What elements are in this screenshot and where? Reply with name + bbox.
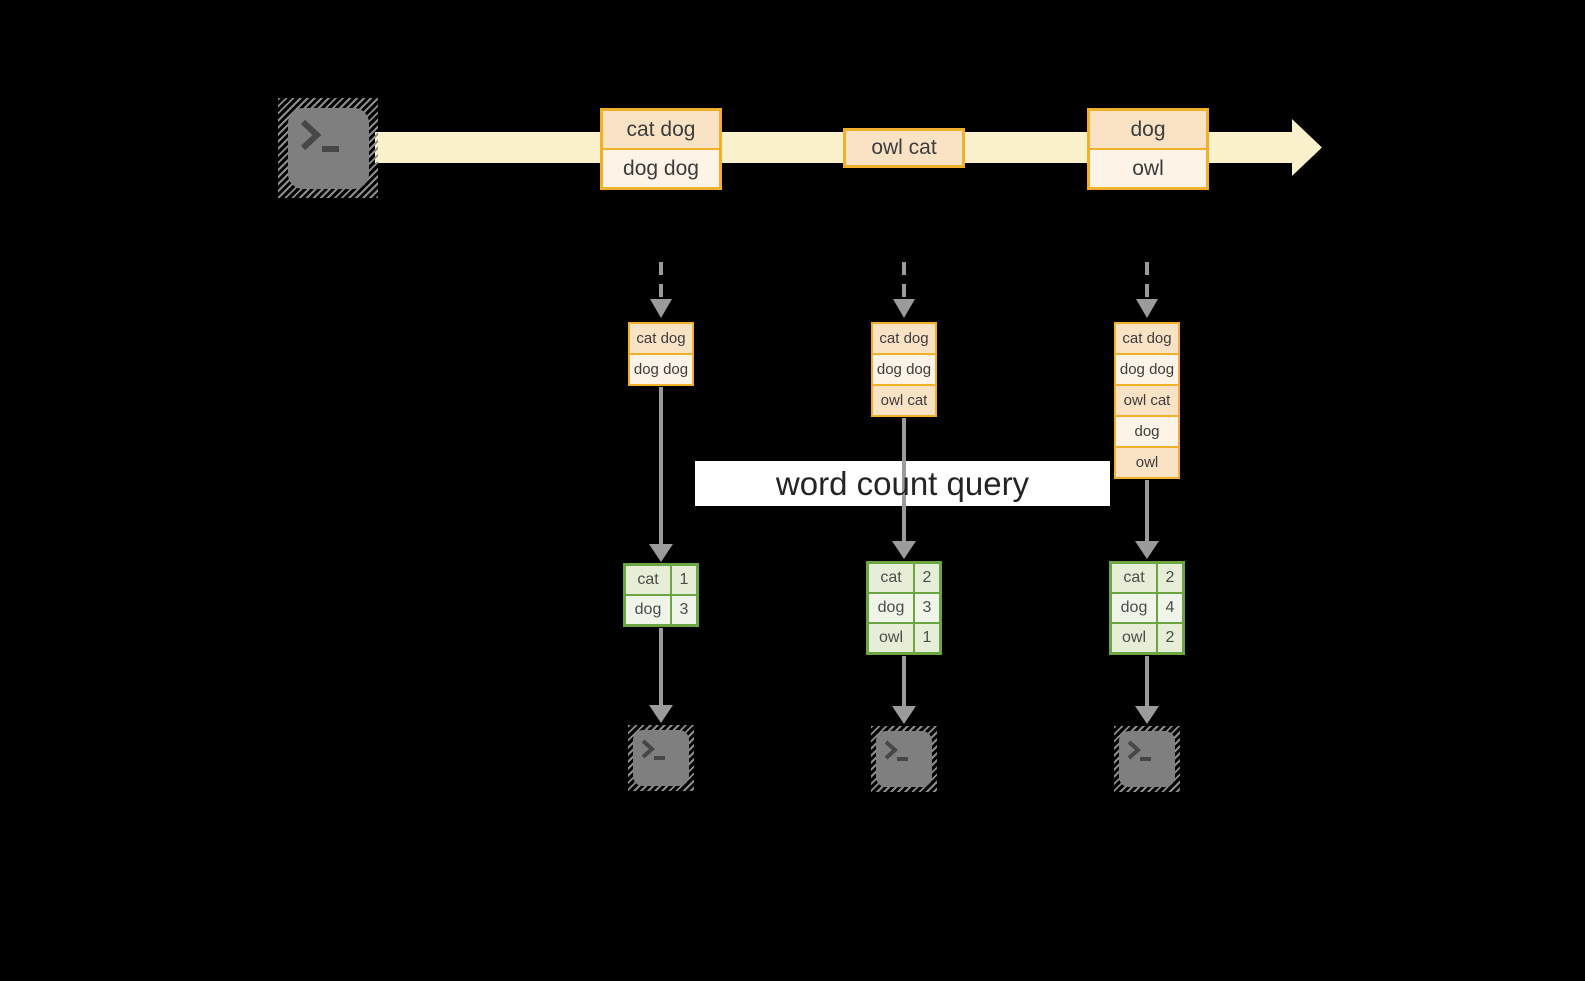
query-label: word count query [775, 465, 1030, 502]
buffer-line: cat dog [873, 324, 935, 353]
buffer-line: owl [1116, 448, 1178, 477]
table-row: dog 3 [626, 596, 696, 624]
word-cell: dog [869, 594, 913, 622]
count-cell: 2 [1158, 564, 1182, 592]
stream-event-line: owl [1090, 150, 1206, 187]
table-row: owl 1 [869, 624, 939, 652]
buffer-box: cat dog dog dog [628, 322, 694, 386]
word-cell: owl [869, 624, 913, 652]
stream-event-line: dog dog [603, 150, 719, 187]
stream-event-line: dog [1090, 111, 1206, 148]
table-row: cat 2 [1112, 564, 1182, 592]
word-cell: dog [1112, 594, 1156, 622]
table-row: cat 2 [869, 564, 939, 592]
buffer-line: cat dog [1116, 324, 1178, 353]
count-cell: 2 [1158, 624, 1182, 652]
table-row: dog 3 [869, 594, 939, 622]
count-cell: 2 [915, 564, 939, 592]
stream-event-box: owl cat [843, 128, 965, 168]
terminal-icon [1114, 726, 1180, 792]
word-count-table: cat 2 dog 3 owl 1 [866, 561, 942, 655]
buffer-line: dog dog [1116, 355, 1178, 384]
stream-event-line: owl cat [846, 131, 962, 165]
table-row: cat 1 [626, 566, 696, 594]
word-count-table: cat 1 dog 3 [623, 563, 699, 627]
terminal-icon [278, 98, 378, 198]
buffer-line: cat dog [630, 324, 692, 353]
count-cell: 4 [1158, 594, 1182, 622]
stream-event-box: cat dog dog dog [600, 108, 722, 190]
word-cell: dog [626, 596, 670, 624]
word-cell: owl [1112, 624, 1156, 652]
table-row: dog 4 [1112, 594, 1182, 622]
buffer-line: dog [1116, 417, 1178, 446]
stream-event-line: cat dog [603, 111, 719, 148]
terminal-prompt-icon [1127, 740, 1151, 761]
count-cell: 1 [915, 624, 939, 652]
terminal-screen [876, 731, 932, 787]
buffer-box: cat dog dog dog owl cat [871, 322, 937, 417]
stream-event-box: dog owl [1087, 108, 1209, 190]
word-count-table: cat 2 dog 4 owl 2 [1109, 561, 1185, 655]
count-cell: 1 [672, 566, 696, 594]
terminal-screen [633, 730, 689, 786]
terminal-screen [288, 108, 369, 189]
word-cell: cat [626, 566, 670, 594]
terminal-prompt-icon [884, 740, 908, 761]
buffer-line: dog dog [630, 355, 692, 384]
terminal-screen [1119, 731, 1175, 787]
terminal-prompt-icon [641, 739, 665, 760]
word-cell: cat [1112, 564, 1156, 592]
buffer-line: dog dog [873, 355, 935, 384]
terminal-prompt-icon [300, 119, 339, 152]
output-flow-arrows [649, 628, 1159, 724]
word-cell: cat [869, 564, 913, 592]
count-cell: 3 [672, 596, 696, 624]
buffer-line: owl cat [873, 386, 935, 415]
buffer-box: cat dog dog dog owl cat dog owl [1114, 322, 1180, 479]
dashed-ingest-arrows [650, 262, 1158, 318]
terminal-icon [628, 725, 694, 791]
terminal-icon [871, 726, 937, 792]
query-flow-arrows [649, 387, 1159, 562]
count-cell: 3 [915, 594, 939, 622]
buffer-line: owl cat [1116, 386, 1178, 415]
table-row: owl 2 [1112, 624, 1182, 652]
